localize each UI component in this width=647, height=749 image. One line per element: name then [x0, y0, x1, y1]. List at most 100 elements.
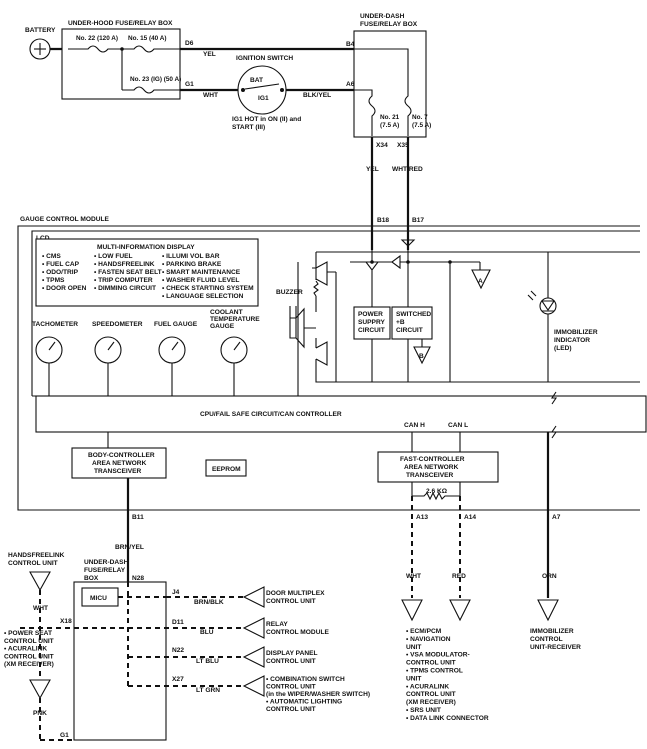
ignition-note-1: IG1 HOT in ON (II) and: [232, 116, 301, 123]
fuse15-icon: [122, 45, 180, 53]
pin-n28: N28: [132, 575, 144, 582]
fuse15-label: No. 15 (40 A): [128, 35, 166, 42]
mid-col1-item-2: • ODO/TRIP: [42, 269, 79, 276]
can-unit-item-3: • VSA MODULATOR-: [406, 652, 470, 659]
coolant-l3: GAUGE: [210, 323, 235, 330]
mid-col2-item-0: • LOW FUEL: [94, 253, 133, 260]
fuse7-icon: [354, 48, 412, 136]
can-l-label: CAN L: [448, 422, 468, 429]
wire-pnk: PNK: [33, 710, 47, 717]
bcan-l2: AREA NETWORK: [92, 460, 147, 467]
fuse23-label: No. 23 (IG) (50 A): [130, 76, 181, 83]
fast-can-transceiver: [377, 451, 499, 483]
left-unit-item-3: CONTROL UNIT: [4, 653, 54, 660]
ignition-switch-icon: [237, 65, 287, 115]
ground-b-label: B: [419, 353, 424, 360]
fuel-gauge-needle: [171, 341, 179, 351]
ps-l1: POWER: [358, 311, 383, 318]
sw-l1: SWITCHED: [396, 311, 431, 318]
can-units-list: • ECM/PCM• NAVIGATION UNIT• VSA MODULATO…: [406, 628, 489, 722]
cpu-label: CPU/FAIL SAFE CIRCUIT/CAN CONTROLLER: [200, 411, 342, 418]
resistor-label: 2.6 KΩ: [426, 488, 448, 495]
door-mux-connector-icon: [242, 586, 265, 608]
can-unit-item-9: (XM RECEIVER): [406, 699, 456, 706]
wire-brn-blk: BRN/BLK: [194, 599, 224, 606]
pin-d6: D6: [185, 40, 194, 47]
can-unit-item-6: UNIT: [406, 675, 421, 682]
wire-lt-blu: LT BLU: [196, 658, 219, 665]
mid-col3-item-4: • CHECK STARTING SYSTEM: [162, 285, 254, 292]
wire-wht-can: WHT: [406, 573, 421, 580]
combo-switch-connector-icon: [242, 675, 265, 697]
body-can-transceiver: [71, 447, 167, 479]
mid-col3: • ILLUMI VOL BAR• PARKING BRAKE• SMART M…: [162, 253, 254, 300]
relay-l1: RELAY: [266, 621, 288, 628]
wire-yel-x34: YEL: [366, 166, 379, 173]
switched-b-circuit: [391, 306, 433, 340]
can-unit-item-10: • SRS UNIT: [406, 707, 441, 714]
fcan-l3: TRANSCEIVER: [406, 472, 453, 479]
pin-b17: B17: [412, 217, 424, 224]
buzzer-icon: [289, 306, 305, 349]
immob-connector-icon: [537, 599, 559, 622]
pin-a6: A6: [346, 81, 355, 88]
pin-a13: A13: [416, 514, 428, 521]
combo-item-1: CONTROL UNIT: [266, 684, 316, 691]
eeprom-box: [205, 459, 247, 477]
left-unit-item-4: (XM RECEIVER): [4, 661, 54, 668]
can-unit-item-7: • ACURALINK: [406, 683, 449, 690]
combo-item-0: • COMBINATION SWITCH: [266, 676, 345, 683]
speedometer-label: SPEEDOMETER: [92, 321, 143, 328]
mid-col2-item-1: • HANDSFREELINK: [94, 261, 155, 268]
ps-l3: CIRCUIT: [358, 327, 385, 334]
lower-ud-3: BOX: [84, 575, 99, 582]
pin-n22: N22: [172, 647, 184, 654]
pin-b18: B18: [377, 217, 389, 224]
mid-col3-item-1: • PARKING BRAKE: [162, 261, 222, 268]
immob-l3: (LED): [554, 345, 572, 352]
door-mux-l1: DOOR MULTIPLEX: [266, 590, 325, 597]
handsfree-connector-icon: [29, 571, 51, 592]
display-panel-connector-icon: [242, 646, 265, 668]
pnk-connector-icon: [29, 679, 51, 700]
gcm-title: GAUGE CONTROL MODULE: [20, 216, 109, 223]
pin-x18: X18: [60, 618, 72, 625]
left-unit-item-2: • ACURALINK: [4, 646, 47, 653]
underhood-fuse-box: [61, 28, 181, 100]
pin-x35: X35: [397, 142, 409, 149]
left-unit-item-1: CONTROL UNIT: [4, 638, 54, 645]
fuse7-l2: (7.5 A): [412, 122, 431, 129]
immob-unit-item-2: UNIT-RECEIVER: [530, 644, 581, 651]
immob-l2: INDICATOR: [554, 337, 590, 344]
mid-col3-item-3: • WASHER FLUID LEVEL: [162, 277, 239, 284]
wire-wht-ign: WHT: [203, 92, 218, 99]
ignition-note-2: START (III): [232, 124, 265, 131]
can-unit-item-4: CONTROL UNIT: [406, 660, 456, 667]
can-unit-item-11: • DATA LINK CONNECTOR: [406, 715, 489, 722]
mid-col2-item-4: • DIMMING CIRCUIT: [94, 285, 156, 292]
ignition-bat: BAT: [250, 77, 263, 84]
left-unit-item-0: • POWER SEAT: [4, 630, 52, 637]
buzzer-label: BUZZER: [276, 289, 303, 296]
micu-label: MICU: [90, 595, 107, 602]
pin-g1-top: G1: [185, 81, 194, 88]
door-mux-l2: CONTROL UNIT: [266, 598, 316, 605]
fuse21-l1: No. 21: [380, 114, 400, 121]
eeprom-label: EEPROM: [212, 466, 241, 473]
immob-unit-item-0: IMMOBILIZER: [530, 628, 574, 635]
can-unit-item-5: • TPMS CONTROL: [406, 668, 463, 675]
pin-b4: B4: [346, 41, 355, 48]
can-h-label: CAN H: [404, 422, 425, 429]
tachometer-label: TACHOMETER: [32, 321, 78, 328]
handsfree-l1: HANDSFREELINK: [8, 552, 65, 559]
fuse21-l2: (7.5 A): [380, 122, 399, 129]
handsfree-l2: CONTROL UNIT: [8, 560, 58, 567]
can-unit-item-2: UNIT: [406, 644, 421, 651]
tachometer-needle: [48, 341, 56, 351]
ground-a-label: A: [478, 278, 483, 285]
can-red-connector-icon: [449, 599, 471, 622]
left-units-list: • POWER SEAT CONTROL UNIT• ACURALINK CON…: [4, 630, 54, 668]
can-unit-item-1: • NAVIGATION: [406, 636, 451, 643]
